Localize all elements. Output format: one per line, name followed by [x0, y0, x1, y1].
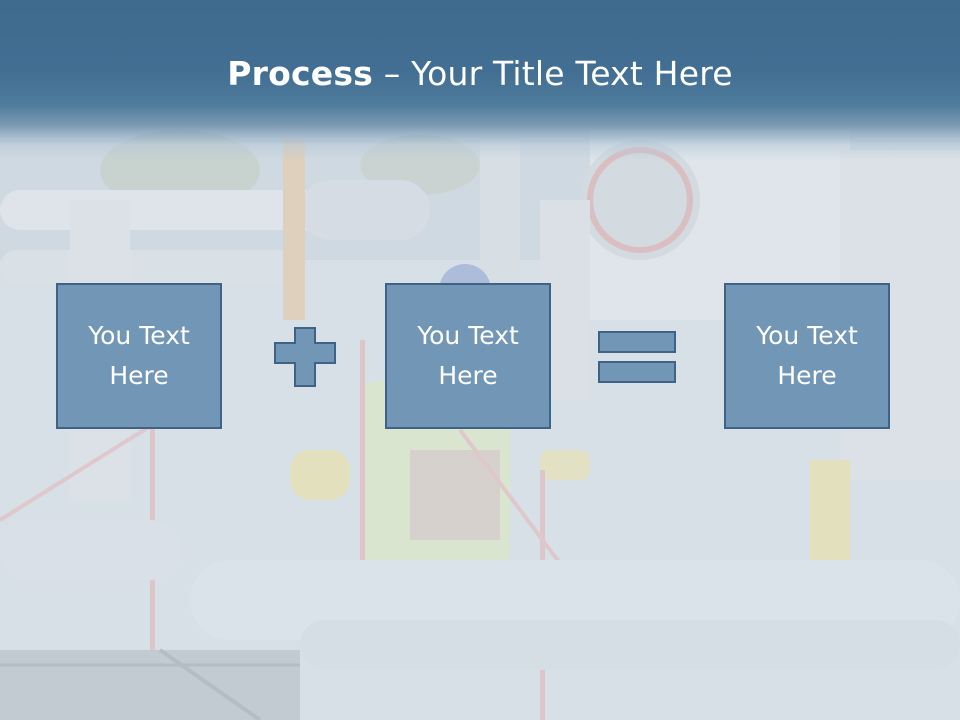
process-box-3-text: You Text Here — [756, 321, 858, 390]
title-rest-part: – Your Title Text Here — [373, 54, 733, 93]
process-box-2-text: You Text Here — [417, 321, 519, 390]
equals-top-bar — [598, 331, 676, 353]
title-banner — [0, 0, 960, 160]
plus-center-fill — [276, 344, 334, 362]
process-box-3[interactable]: You Text Here — [724, 283, 890, 429]
equals-bottom-bar — [598, 361, 676, 383]
process-box-1[interactable]: You Text Here — [56, 283, 222, 429]
title-bold-part: Process — [227, 54, 374, 93]
process-box-2[interactable]: You Text Here — [385, 283, 551, 429]
process-box-1-text: You Text Here — [88, 321, 190, 390]
slide-title[interactable]: Process – Your Title Text Here — [0, 52, 960, 96]
